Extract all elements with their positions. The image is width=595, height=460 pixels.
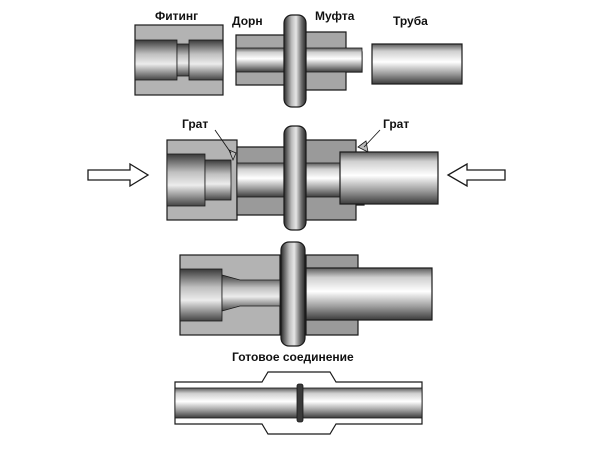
assembled-stage xyxy=(179,241,433,347)
fitting-part xyxy=(134,24,224,96)
arrow-left-icon xyxy=(446,162,506,188)
pressing-stage xyxy=(166,125,439,231)
arrow-right-icon xyxy=(87,162,150,188)
label-sleeve: Муфта xyxy=(315,9,355,23)
label-finished-joint: Готовое соединение xyxy=(232,350,354,364)
label-fitting: Фитинг xyxy=(155,9,199,23)
label-mandrel: Дорн xyxy=(232,14,263,28)
label-pipe: Труба xyxy=(393,14,428,28)
label-burr-right: Грат xyxy=(383,117,410,131)
burr-left-leader xyxy=(214,129,232,154)
mandrel-sleeve-part xyxy=(235,14,363,108)
label-burr-left: Грат xyxy=(182,117,209,131)
burr-right-mark xyxy=(357,140,369,153)
weld-seam xyxy=(296,383,304,423)
pipe-part xyxy=(371,43,463,85)
burr-right-leader xyxy=(363,129,381,148)
finished-joint xyxy=(174,371,423,435)
